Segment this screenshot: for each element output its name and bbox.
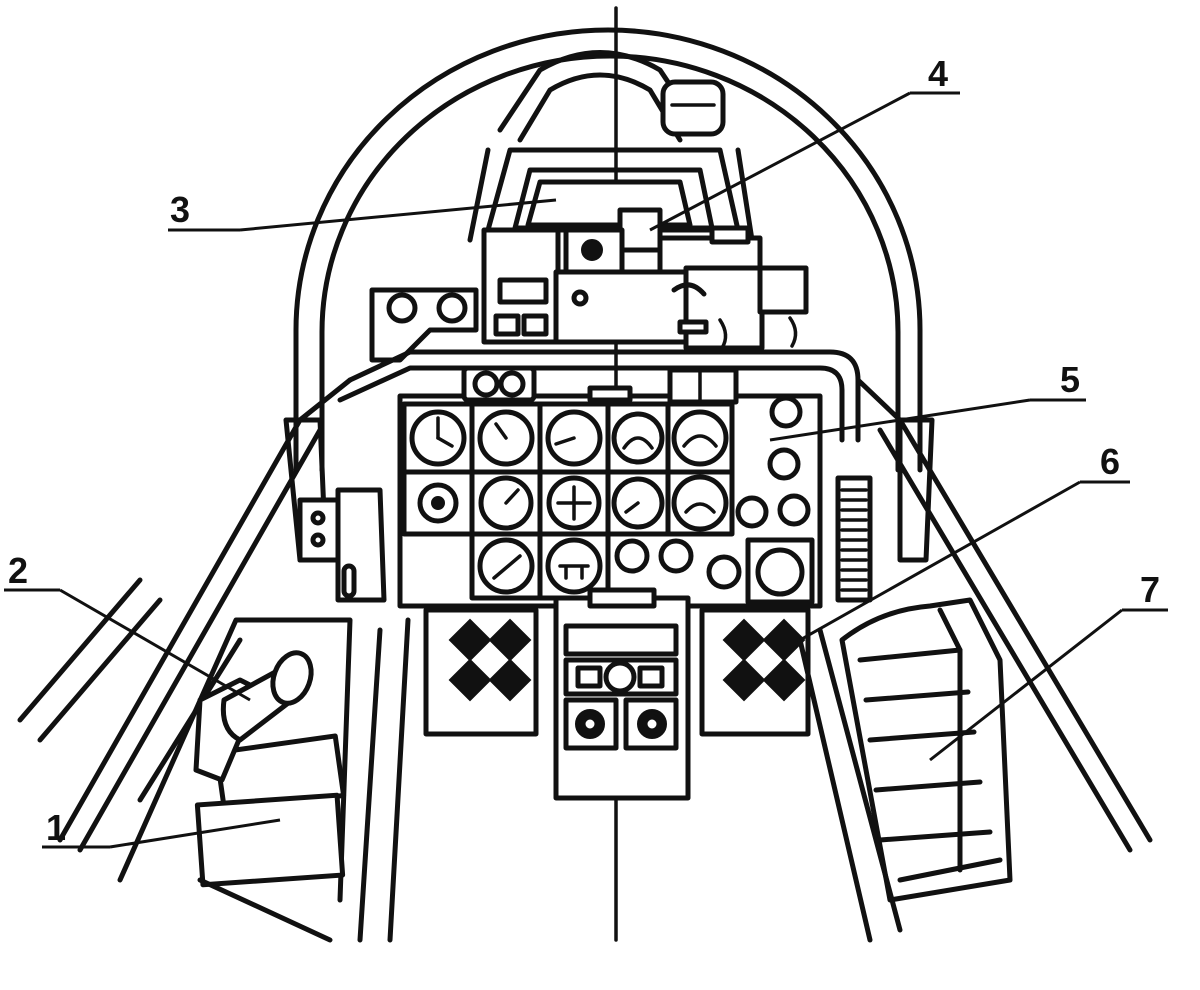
callout-5: 5	[1060, 359, 1080, 400]
gauge-grid	[401, 401, 742, 601]
left-side-console	[117, 617, 411, 943]
main-instrument-panel	[397, 365, 823, 609]
callout-3: 3	[170, 189, 190, 230]
upper-left-cluster	[369, 287, 479, 363]
hud-glass	[525, 179, 693, 228]
floor	[197, 857, 1003, 943]
coaming-inner	[337, 365, 845, 443]
left-console	[297, 487, 387, 603]
right-display	[722, 618, 806, 702]
right-gauges	[735, 395, 815, 605]
lower-consoles	[403, 587, 823, 801]
canopy-arch	[293, 27, 923, 473]
callout-labels: 1 2 3 4 5 6 7	[8, 53, 1160, 848]
callout-7: 7	[1140, 569, 1160, 610]
upper-panels	[481, 227, 809, 351]
cockpit-frame	[17, 377, 1153, 853]
callout-4: 4	[928, 53, 948, 94]
callout-6: 6	[1100, 441, 1120, 482]
right-side-console	[797, 597, 1013, 943]
callout-2: 2	[8, 550, 28, 591]
left-display	[448, 618, 532, 702]
leader-lines	[4, 91, 1168, 849]
gunsight-housing	[467, 50, 755, 243]
right-strip	[835, 475, 873, 603]
callout-1: 1	[46, 807, 66, 848]
